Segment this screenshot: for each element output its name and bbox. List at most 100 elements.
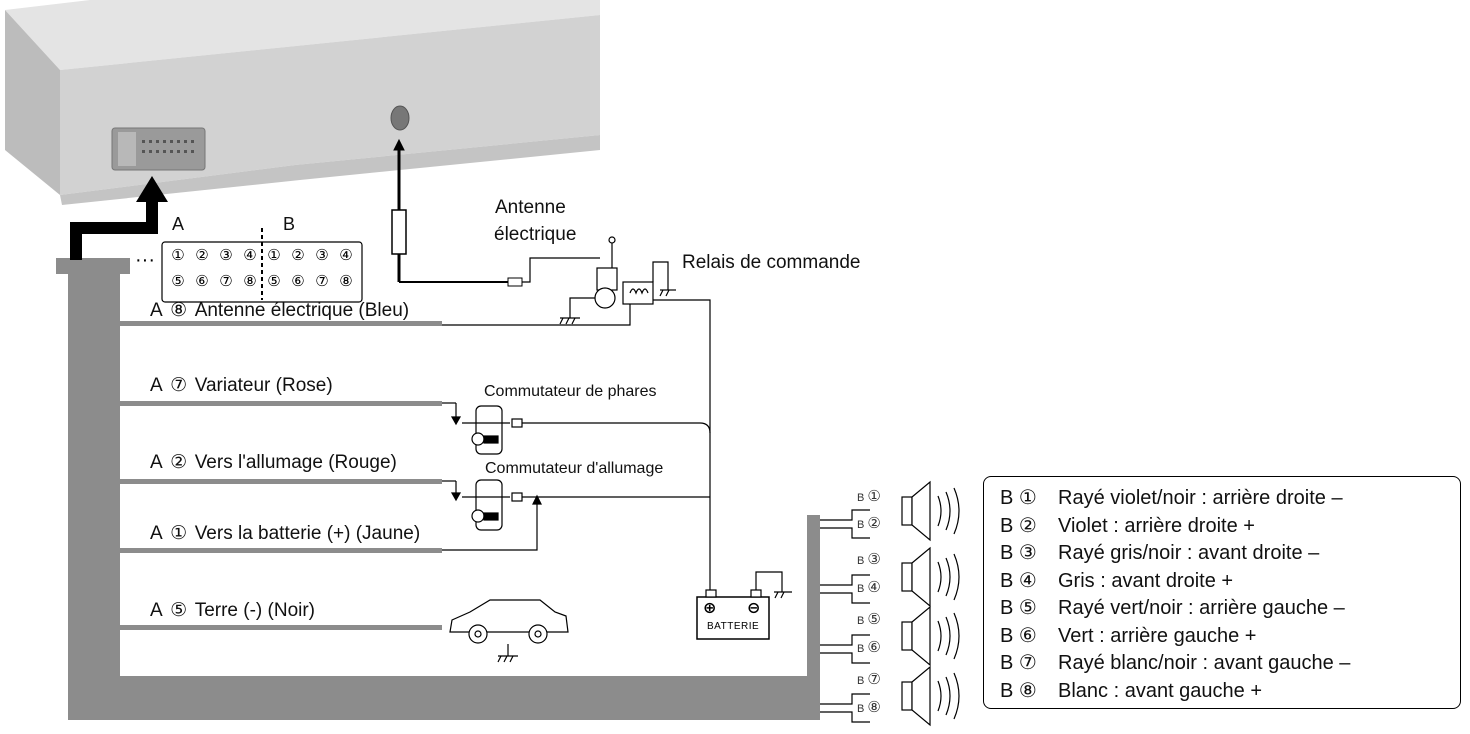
car-ground: [449, 599, 569, 663]
wire-prefix: A: [150, 452, 163, 473]
block-b-label: B: [283, 214, 296, 234]
ignition-switch-label: Commutateur d'allumage: [485, 460, 664, 477]
wire-prefix: A: [150, 375, 163, 396]
legend-text: Rayé vert/noir : arrière gauche –: [1058, 597, 1345, 619]
connector-pin-block: [161, 228, 363, 303]
speaker-rear-left: [820, 605, 960, 667]
wire-prefix: A: [150, 523, 163, 544]
legend-text: Violet : arrière droite +: [1058, 514, 1255, 537]
spk-terminal-3: B ③: [857, 551, 881, 568]
spk-terminal-8: B ⑧: [857, 699, 881, 716]
speaker-group: [820, 480, 960, 727]
wire-prefix: A: [150, 600, 163, 621]
antenna-label-top: Antenne: [495, 197, 566, 218]
pin: ①: [171, 247, 185, 264]
battery-label: BATTERIE: [707, 621, 760, 632]
antenna-label-bottom: électrique: [494, 224, 577, 245]
wire-text: Antenne électrique (Bleu): [194, 300, 410, 321]
pin: ③: [315, 247, 329, 264]
legend-text: Blanc : avant gauche +: [1058, 679, 1263, 702]
pin: ②: [195, 247, 209, 264]
legend-prefix: B ⑦: [1000, 652, 1037, 674]
legend-prefix: B ⑧: [1000, 679, 1037, 702]
pin: ④: [243, 247, 257, 264]
headlight-switch: [442, 402, 711, 455]
battery-plus: ⊕: [703, 600, 717, 617]
pin: ⑤: [267, 273, 281, 290]
legend-row: B ⑦ Rayé blanc/noir : avant gauche –: [1000, 650, 1460, 678]
wire-pin: ②: [170, 452, 188, 473]
legend-row: B ③ Rayé gris/noir : avant droite –: [1000, 540, 1460, 568]
antenna-motor: [559, 236, 618, 325]
spk-terminal-2: B ②: [857, 515, 881, 532]
antenna-lead: [391, 138, 600, 287]
svg-text:···: ···: [135, 249, 155, 271]
wire-text: Variateur (Rose): [194, 375, 333, 396]
legend-prefix: B ⑥: [1000, 624, 1037, 647]
pin: ⑧: [243, 273, 257, 290]
legend-text: Rayé blanc/noir : avant gauche –: [1058, 652, 1351, 674]
relay-label: Relais de commande: [682, 252, 861, 273]
pin: ②: [291, 247, 305, 264]
pin: ④: [339, 247, 353, 264]
legend-prefix: B ④: [1000, 569, 1037, 592]
pin: ③: [219, 247, 233, 264]
legend-row: B ⑥ Vert : arrière gauche +: [1000, 623, 1460, 651]
speaker-front-left: [820, 665, 960, 727]
speaker-front-right: [820, 546, 960, 608]
wire-prefix: A: [150, 300, 163, 321]
spk-terminal-7: B ⑦: [857, 671, 881, 688]
battery-minus: ⊖: [747, 600, 761, 617]
pin: ⑤: [171, 273, 185, 290]
pin: ⑦: [315, 273, 329, 290]
legend-row: B ① Rayé violet/noir : arrière droite –: [1000, 485, 1460, 513]
wire-text: Vers la batterie (+) (Jaune): [194, 523, 421, 544]
legend-text: Rayé violet/noir : arrière droite –: [1058, 487, 1343, 509]
spk-terminal-6: B ⑥: [857, 639, 881, 656]
legend-text: Vert : arrière gauche +: [1058, 624, 1257, 647]
wire-pin: ①: [170, 523, 188, 544]
wire-pin: ⑧: [170, 300, 188, 321]
harness: [56, 258, 820, 720]
headlight-switch-label: Commutateur de phares: [484, 383, 657, 400]
ignition-switch: [442, 479, 710, 551]
legend-row: B ⑤ Rayé vert/noir : arrière gauche –: [1000, 595, 1460, 623]
head-unit: [5, 0, 600, 205]
legend-prefix: B ⑤: [1000, 597, 1037, 619]
connect-arrow: ···: [70, 176, 168, 271]
wire-text: Vers l'allumage (Rouge): [194, 452, 397, 473]
wire-pin: ⑤: [170, 600, 188, 621]
legend-row: B ④ Gris : avant droite +: [1000, 568, 1460, 596]
legend-text: Rayé gris/noir : avant droite –: [1058, 542, 1320, 564]
pin: ⑧: [339, 273, 353, 290]
spk-terminal-5: B ⑤: [857, 611, 881, 628]
pin: ⑥: [291, 273, 305, 290]
legend-prefix: B ③: [1000, 542, 1037, 564]
legend-text: Gris : avant droite +: [1058, 569, 1234, 592]
pin: ⑥: [195, 273, 209, 290]
legend-prefix: B ①: [1000, 487, 1037, 509]
battery: [696, 571, 792, 640]
spk-terminal-1: B ①: [857, 488, 881, 505]
legend-row: B ② Violet : arrière droite +: [1000, 513, 1460, 541]
wire-text: Terre (-) (Noir): [194, 600, 316, 621]
spk-terminal-4: B ④: [857, 579, 881, 596]
wire-pin: ⑦: [170, 375, 188, 396]
pin: ⑦: [219, 273, 233, 290]
speaker-rear-right: [820, 480, 960, 542]
legend-row: B ⑧ Blanc : avant gauche +: [1000, 678, 1460, 706]
speaker-wire-legend: B ① Rayé violet/noir : arrière droite – B…: [983, 476, 1461, 709]
control-relay: [442, 261, 711, 590]
block-a-label: A: [172, 214, 185, 234]
pin: ①: [267, 247, 281, 264]
legend-prefix: B ②: [1000, 514, 1037, 537]
antenna-jack: [390, 105, 410, 131]
